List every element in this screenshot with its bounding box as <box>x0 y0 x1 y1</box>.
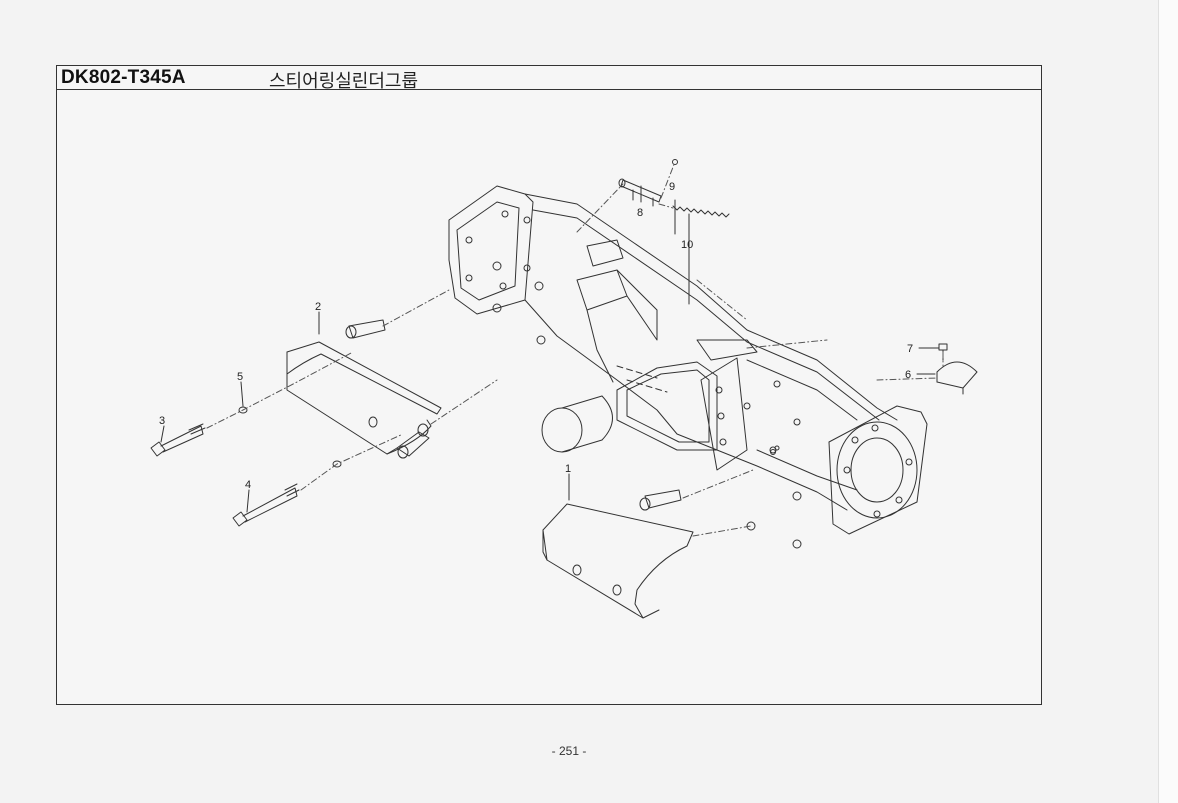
callout-8: 8 <box>637 207 643 219</box>
pin-8 <box>618 178 662 207</box>
bracket-1 <box>542 489 694 619</box>
callout-9: 9 <box>669 181 675 193</box>
callout-10: 10 <box>681 239 693 251</box>
clip-9 <box>672 159 678 165</box>
callout-1: 1 <box>565 463 571 475</box>
washer-5 <box>238 406 342 468</box>
cap-6 <box>936 361 978 395</box>
frame-header: DK802-T345A 스티어링실린더그룹 <box>57 66 1041 92</box>
callout-4: 4 <box>245 479 251 491</box>
diagram-frame: DK802-T345A 스티어링실린더그룹 <box>56 65 1042 705</box>
axle-housing <box>448 185 928 549</box>
callout-labels: 1 2 3 4 5 6 7 8 9 10 <box>159 181 913 491</box>
spring-10 <box>672 205 730 218</box>
group-title: 스티어링실린더그룹 <box>269 71 419 92</box>
callout-6: 6 <box>905 369 911 381</box>
callout-3: 3 <box>159 415 165 427</box>
bracket-2 <box>286 319 442 459</box>
leader-lines <box>160 185 940 513</box>
exploded-parts-diagram: 1 2 3 4 5 6 7 8 9 10 <box>150 159 978 619</box>
part-code: DK802-T345A <box>61 67 186 88</box>
bolt-3 <box>150 423 206 457</box>
callout-2: 2 <box>315 301 321 313</box>
assembly-lines <box>206 161 944 537</box>
callout-7: 7 <box>907 343 913 355</box>
page-edge <box>1158 0 1178 803</box>
callout-5: 5 <box>237 371 243 383</box>
bolt-4 <box>232 483 300 527</box>
page-number: - 251 - <box>551 744 587 758</box>
